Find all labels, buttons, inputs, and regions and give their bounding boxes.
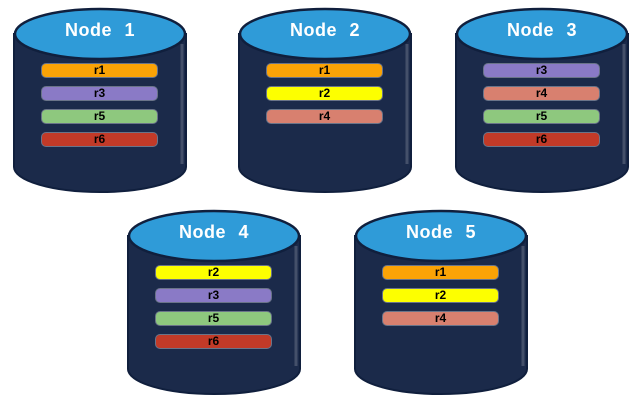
replica-bar: r5 [484,110,599,123]
replica-bar: r6 [42,133,157,146]
node-cylinder: Node 4 r2 r3 r5 r6 [126,206,302,396]
node-cylinder: Node 1 r1 r3 r5 r6 [12,4,188,194]
replica-bar: r5 [156,312,271,325]
replica-bar: r2 [267,87,382,100]
replica-list: r1 r2 r4 [383,266,498,335]
replica-bar: r1 [42,64,157,77]
node-title: Node 5 [405,222,476,242]
node-cylinder: Node 3 r3 r4 r5 r6 [454,4,630,194]
replica-bar: r6 [484,133,599,146]
node-title: Node 3 [506,20,577,40]
replica-list: r1 r3 r5 r6 [42,64,157,156]
replica-bar: r4 [267,110,382,123]
node-title: Node 4 [178,222,249,242]
replica-bar: r3 [42,87,157,100]
node-cylinder: Node 2 r1 r2 r4 [237,4,413,194]
replica-bar: r4 [383,312,498,325]
replica-bar: r2 [156,266,271,279]
node-title: Node 1 [64,20,135,40]
replica-bar: r5 [42,110,157,123]
node-cylinder: Node 5 r1 r2 r4 [353,206,529,396]
replica-bar: r1 [267,64,382,77]
node-title: Node 2 [289,20,360,40]
replica-bar: r4 [484,87,599,100]
replica-bar: r3 [156,289,271,302]
replica-bar: r1 [383,266,498,279]
replica-list: r1 r2 r4 [267,64,382,133]
replica-bar: r2 [383,289,498,302]
replica-bar: r6 [156,335,271,348]
replica-list: r2 r3 r5 r6 [156,266,271,358]
replica-list: r3 r4 r5 r6 [484,64,599,156]
replica-bar: r3 [484,64,599,77]
